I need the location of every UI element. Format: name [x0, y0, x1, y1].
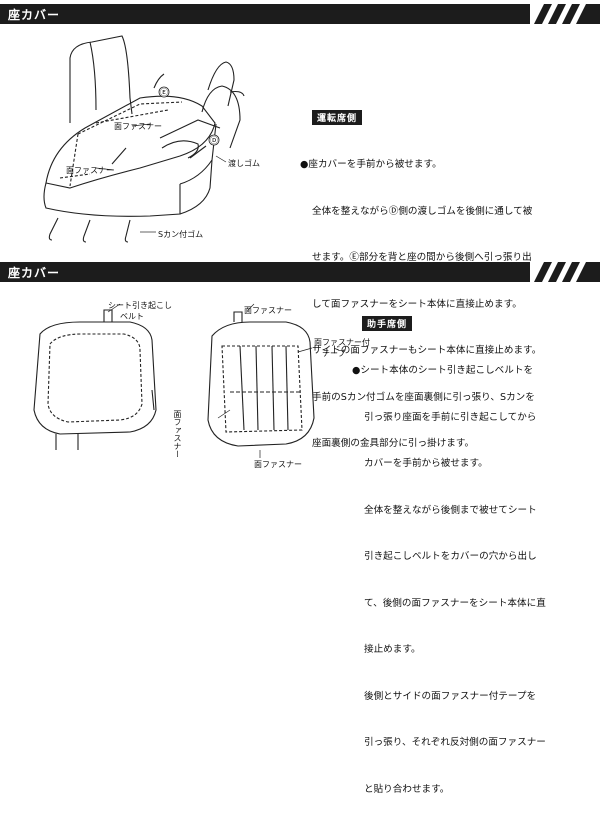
line-2: 引っ張り座面を手前に引き起こしてから	[364, 411, 537, 423]
passenger-seat-underside-illustration	[207, 303, 315, 458]
instructions-driver: ●座カバーを手前から被せます。 全体を整えながらⒹ側の渡しゴムを後側に通して被 …	[300, 126, 541, 467]
mark-e: Ⓔ	[160, 88, 168, 97]
line-3: カバーを手前から被せます。	[364, 458, 488, 469]
line-7: 座面裏側の金具部分に引っ掛けます。	[312, 438, 475, 449]
line-3: せます。Ⓔ部分を背と座の間から後側へ引っ張り出	[312, 252, 532, 263]
line-5: 引き起こしベルトをカバーの穴から出し	[364, 551, 537, 562]
tag-passenger-side: 助手席側	[362, 316, 413, 331]
line-6: 手前のSカン付ゴムを座面裏側に引っ張り、Sカンを	[312, 391, 535, 403]
label-fastener-left: 面ファスナー	[173, 410, 182, 458]
label-fastener-top-2: 面ファスナー	[244, 306, 292, 315]
passenger-seat-front-illustration	[33, 303, 157, 450]
line-9: 引っ張り、それぞれ反対側の面ファスナー	[364, 737, 546, 748]
section-1-header: 座カバー	[0, 4, 600, 24]
label-belt-line2: ベルト	[120, 312, 144, 321]
line-7: 接止めます。	[364, 644, 421, 655]
line-4: して面ファスナーをシート本体に直接止めます。	[312, 298, 522, 310]
section-2-title: 座カバー	[8, 266, 61, 280]
line-2: 全体を整えながらⒹ側の渡しゴムを後側に通して被	[312, 205, 533, 217]
instructions-passenger: ●シート本体のシート引き起こしベルトを 引っ張り座面を手前に引き起こしてから カ…	[352, 332, 546, 813]
line-5: サイドの面ファスナーもシート本体に直接止めます。	[312, 345, 542, 356]
line-8: 後側とサイドの面ファスナー付テープを	[364, 690, 537, 702]
label-fastener-bottom: 面ファスナー	[254, 460, 302, 469]
label-rubber: 渡しゴム	[228, 159, 260, 168]
header-stripes-decoration	[530, 4, 600, 24]
line-10: と貼り合わせます。	[364, 783, 450, 795]
line-1: シート本体のシート引き起こしベルトを	[360, 365, 534, 376]
section-2-header: 座カバー	[0, 262, 600, 282]
label-fastener-side: 面ファスナー	[66, 166, 114, 175]
section-1-title: 座カバー	[8, 8, 61, 22]
header-stripes-decoration	[530, 262, 600, 282]
mark-d: Ⓓ	[210, 136, 218, 145]
label-fastener-top: 面ファスナー	[114, 122, 162, 131]
bullet: ●	[300, 159, 309, 170]
label-s-hook: Sカン付ゴム	[158, 230, 204, 239]
line-1: 座カバーを手前から被せます。	[308, 159, 442, 170]
driver-seat-cushion-illustration	[43, 35, 245, 243]
label-tape-line1: 面ファスナー付	[314, 338, 370, 347]
bullet: ●	[352, 365, 361, 376]
line-6: て、後側の面ファスナーをシート本体に直	[364, 597, 546, 609]
line-4: 全体を整えながら後側まで被せてシート	[364, 504, 537, 516]
tag-driver-side: 運転席側	[312, 110, 363, 125]
label-belt-line1: シート引き起こし	[108, 301, 172, 310]
label-tape-line2: テープ	[322, 349, 346, 358]
